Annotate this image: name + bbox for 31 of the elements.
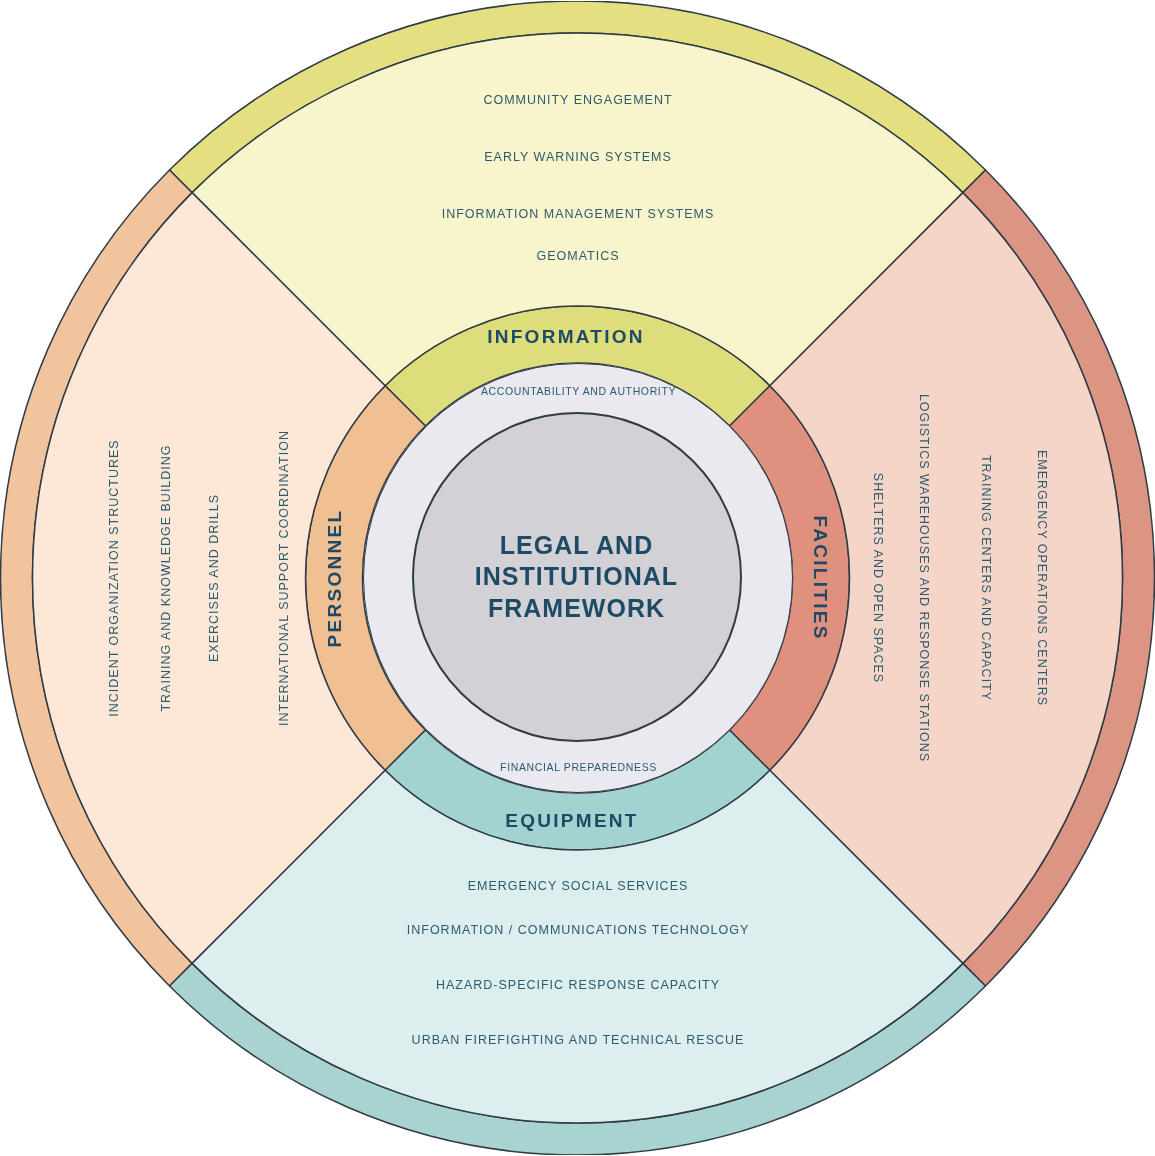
list-item-text: INCIDENT ORGANIZATION STRUCTURES xyxy=(107,439,121,717)
list-item-text: URBAN FIREFIGHTING AND TECHNICAL RESCUE xyxy=(411,1033,745,1047)
list-item-text: EXERCISES AND DRILLS xyxy=(207,494,221,662)
category-band xyxy=(385,306,770,426)
list-item-text: TRAINING AND KNOWLEDGE BUILDING xyxy=(159,444,173,712)
list-item-text: INFORMATION / COMMUNICATIONS TECHNOLOGY xyxy=(406,923,750,937)
ring-label: ACCOUNTABILITY AND AUTHORITY xyxy=(480,385,677,397)
list-item-text: TRAINING CENTERS AND CAPACITY xyxy=(979,454,993,702)
list-item-text: GEOMATICS xyxy=(536,249,620,263)
sector-panel xyxy=(169,770,986,1155)
sector-panel xyxy=(769,169,1155,987)
category-label: INFORMATION xyxy=(487,326,645,346)
sector-panel xyxy=(0,169,386,987)
list-item-text: SHELTERS AND OPEN SPACES xyxy=(871,472,885,684)
category-band xyxy=(385,730,770,850)
list-item-text: EARLY WARNING SYSTEMS xyxy=(484,150,672,164)
category-band xyxy=(729,385,850,771)
category-label: EQUIPMENT xyxy=(505,810,639,830)
category-label: PERSONNEL xyxy=(324,508,344,648)
list-item-text: COMMUNITY ENGAGEMENT xyxy=(483,93,673,107)
category-band xyxy=(305,385,426,771)
list-item-text: LOGISTICS WAREHOUSES AND RESPONSE STATIONS xyxy=(917,393,931,763)
list-item-text: INFORMATION MANAGEMENT SYSTEMS xyxy=(441,207,715,221)
center-title: LEGAL AND INSTITUTIONAL FRAMEWORK xyxy=(473,530,680,624)
category-label: FACILITIES xyxy=(810,515,830,641)
list-item-text: HAZARD-SPECIFIC RESPONSE CAPACITY xyxy=(435,978,721,992)
list-item-text: INTERNATIONAL SUPPORT COORDINATION xyxy=(277,430,291,726)
list-item-text: EMERGENCY OPERATIONS CENTERS xyxy=(1035,450,1049,706)
sector-panel xyxy=(169,1,986,386)
ring-label: FINANCIAL PREPAREDNESS xyxy=(500,761,657,773)
list-item-text: EMERGENCY SOCIAL SERVICES xyxy=(467,879,689,893)
